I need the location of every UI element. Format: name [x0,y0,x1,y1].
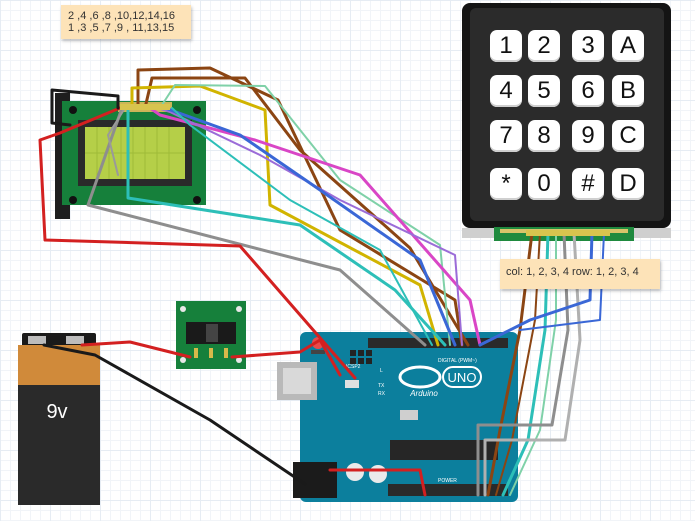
wire-blue [163,106,457,347]
keypad-key: 8 [528,120,560,152]
keypad-key: 5 [528,75,560,107]
keypad-key: 0 [528,168,560,200]
keypad-key: 7 [490,120,522,152]
note-lcd-pins-line2: 1 ,3 ,5 ,7 ,9 , 11,13,15 [68,22,175,34]
battery-9v: 9v [18,333,100,505]
wire-switch-red [230,338,342,377]
wire-gray-1 [86,106,427,347]
wire-cyan-2 [171,107,433,346]
wire-power-red [328,468,427,497]
tx-label: TX [378,383,385,389]
keypad-key: 1 [490,30,522,62]
wire-yellow [130,84,440,347]
keypad-key: # [572,168,604,200]
rx-label: RX [378,391,386,397]
digital-label: DIGITAL (PWM~) [438,358,477,364]
battery-label: 9v [46,401,67,423]
arduino-brand-label: Arduino [409,389,438,398]
wire-battery-black [42,343,307,486]
arduino-uno-logo: UNO [448,370,477,385]
keypad-key: B [612,75,644,107]
wire-gray-2 [107,107,126,176]
keypad-key: 4 [490,75,522,107]
note-keypad-pins-text: col: 1, 2, 3, 4 row: 1, 2, 3, 4 [506,266,639,278]
wire-red-lcd [38,106,357,380]
note-lcd-pins: 2 ,4 ,6 ,8 ,10,12,14,16 1 ,3 ,5 ,7 ,9 , … [61,5,191,39]
wire-mint [159,84,451,346]
pin-headers [120,104,610,236]
lcd-module [55,93,206,219]
keypad-key: 6 [572,75,604,107]
keypad-key: 2 [528,30,560,62]
slide-switch [176,301,246,369]
note-keypad-pins: col: 1, 2, 3, 4 row: 1, 2, 3, 4 [500,259,660,289]
wire-battery-red [80,340,192,359]
power-label: POWER [438,478,457,484]
l-label: L [380,368,383,374]
keypad-key: 3 [572,30,604,62]
keypad-key: * [490,168,522,200]
wire-brown-2 [143,76,470,347]
note-lcd-pins-line1: 2 ,4 ,6 ,8 ,10,12,14,16 [68,10,176,22]
keypad-key: 9 [572,120,604,152]
icsp-label: ICSP2 [346,364,361,370]
wires [38,66,605,497]
wire-magenta [148,106,482,347]
keypad-key: A [612,30,644,62]
keypad-key: D [612,168,644,200]
wire-black-lcd [50,88,120,127]
wire-kp-gray-1 [476,231,570,497]
wire-brown-1 [136,66,464,347]
arduino-uno-board: UNO Arduino ICSP2 TX RX L DIGITAL (PWM~)… [277,332,518,502]
keypad-key: C [612,120,644,152]
